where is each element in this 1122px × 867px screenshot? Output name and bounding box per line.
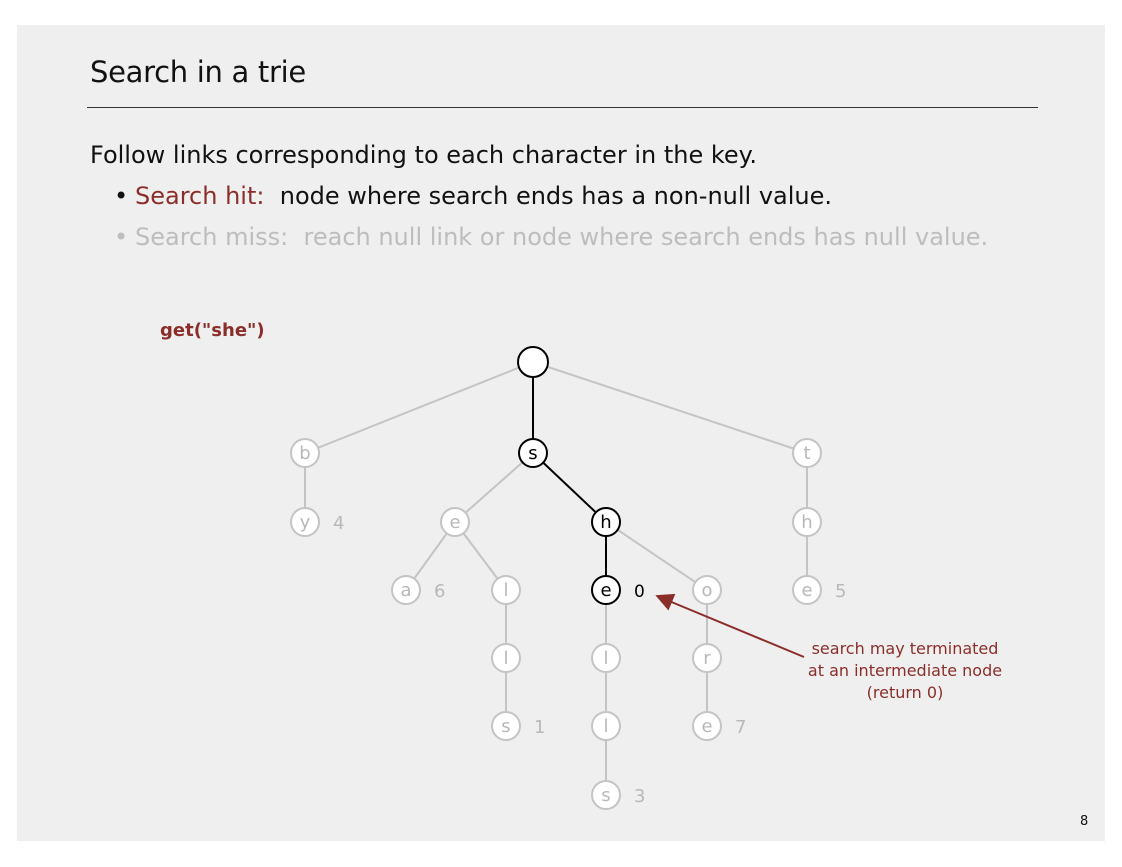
node-circle [491,643,521,673]
annotation-line: search may terminated [811,639,999,658]
bullet-search-miss: •Search miss: reach null link or node wh… [114,223,988,251]
trie-node: h [591,507,621,537]
node-value: 3 [634,786,645,807]
trie-node: r [692,643,722,673]
node-value: 6 [434,581,445,602]
bullet-hit-label: Search hit: [135,182,265,210]
bullet-dot: • [114,223,129,251]
node-char: t [803,443,810,464]
node-circle [591,507,621,537]
node-circle [491,711,521,741]
node-circle [290,507,320,537]
node-value: 0 [634,582,645,602]
trie-node: h [792,507,822,537]
trie-edge [532,361,808,454]
node-circle [391,575,421,605]
trie-root-node [517,346,549,378]
node-value: 4 [333,513,344,534]
trie-edge [605,521,708,591]
annotation-arrow [655,593,805,658]
node-char: r [703,648,711,669]
page-number: 8 [1080,814,1089,829]
node-circle [591,575,621,605]
node-circle [440,507,470,537]
node-char: l [603,648,608,669]
node-circle [692,711,722,741]
node-circle [692,575,722,605]
trie-node: e [440,507,470,537]
node-circle [517,346,549,378]
node-char: l [503,580,508,601]
node-char: s [528,443,537,464]
trie-node: l [491,575,521,605]
node-char: o [701,580,712,601]
bullet-miss-text: reach null link or node where search end… [303,223,989,251]
trie-node: t [792,438,822,468]
node-circle [591,643,621,673]
node-char: h [801,512,812,533]
node-circle [491,575,521,605]
trie-edge [532,452,607,523]
node-char: s [501,716,510,737]
node-char: h [600,512,611,533]
bullet-miss-label: Search miss: [135,223,289,251]
lead-text: Follow links corresponding to each chara… [90,141,758,169]
annotation-line: (return 0) [866,683,944,702]
node-value: 5 [835,581,846,602]
trie-node: b [290,438,320,468]
node-circle [518,438,548,468]
slide-title: Search in a trie [90,55,306,89]
bullet-search-hit: •Search hit: node where search ends has … [114,182,832,210]
annotation-text: search may terminated at an intermediate… [800,638,1010,704]
trie-edge [454,452,534,523]
trie-node: l [591,711,621,741]
node-char: b [299,443,310,464]
bullet-hit-text: node where search ends has a non-null va… [279,182,833,210]
node-char: e [449,512,460,533]
node-char: l [503,648,508,669]
node-circle [591,711,621,741]
title-rule [87,107,1038,108]
node-circle [792,438,822,468]
node-char: a [400,580,411,601]
trie-node: l [591,643,621,673]
node-circle [792,507,822,537]
bullet-dot: • [114,182,129,210]
node-char: e [801,580,812,601]
node-value: 7 [735,717,746,738]
slide: Search in a trie Follow links correspond… [17,25,1105,841]
node-circle [591,780,621,810]
node-char: e [600,580,611,601]
trie-node: o [692,575,722,605]
node-char: e [701,716,712,737]
node-circle [692,643,722,673]
node-char: y [300,512,311,533]
node-char: l [603,716,608,737]
node-char: s [601,785,610,806]
node-value: 1 [534,717,545,738]
query-label: get("she") [160,320,265,341]
node-circle [792,575,822,605]
node-circle [290,438,320,468]
trie-node: l [491,643,521,673]
trie-edge [304,361,534,454]
trie-edges [304,361,808,795]
annotation-line: at an intermediate node [807,661,1003,680]
trie-node: s [518,438,548,468]
